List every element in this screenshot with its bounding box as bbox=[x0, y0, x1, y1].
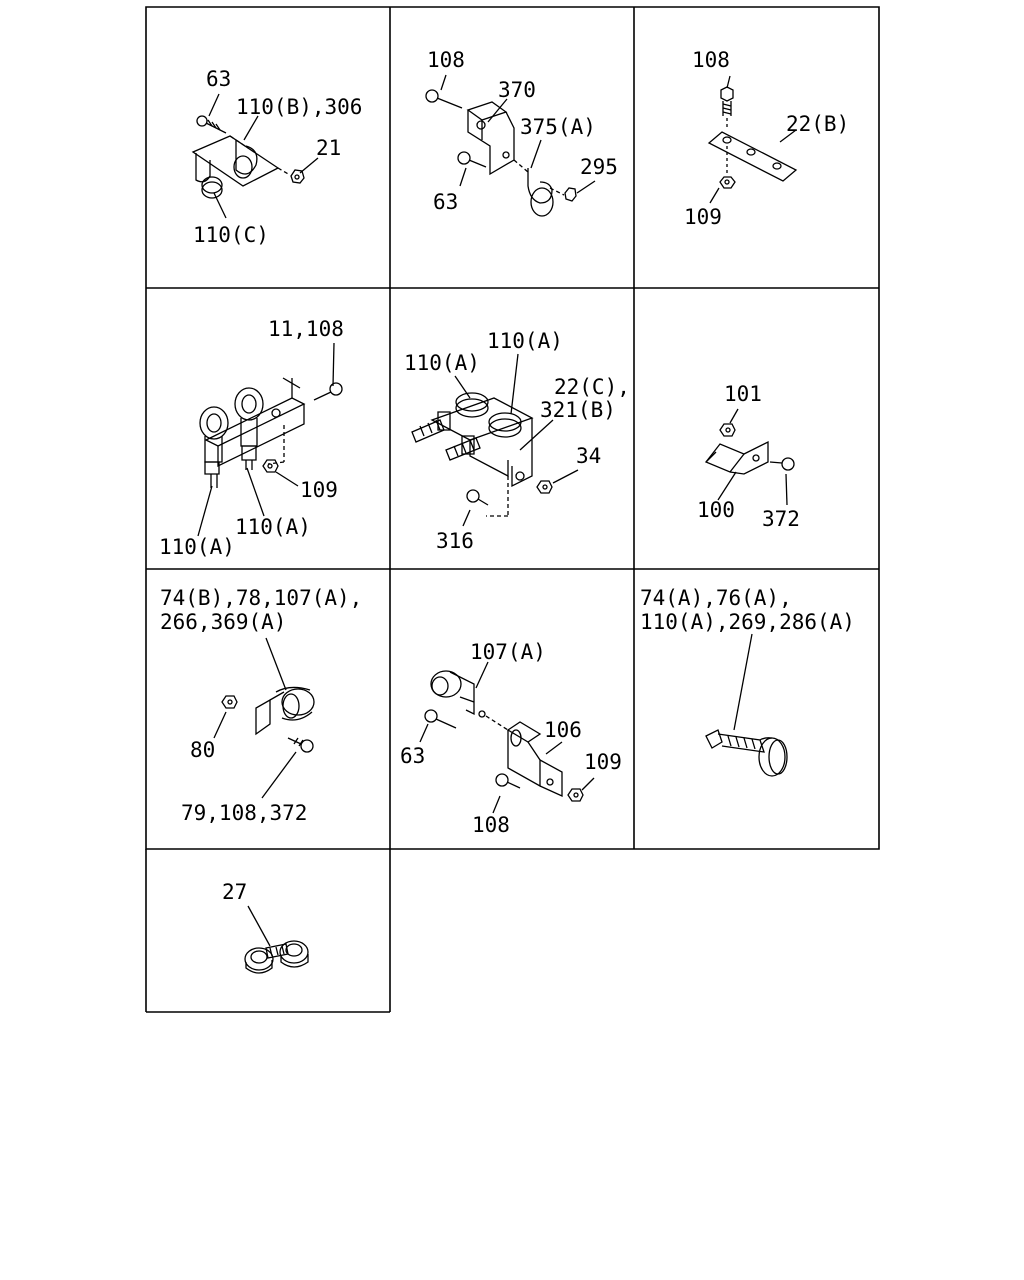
callout-label: 22(C), bbox=[554, 375, 630, 399]
callout-label: 74(A),76(A), bbox=[640, 586, 792, 610]
callout-label: 107(A) bbox=[470, 640, 546, 664]
callout-label: 110(A) bbox=[404, 351, 480, 375]
callout-label: 109 bbox=[300, 478, 338, 502]
callout-label: 110(A) bbox=[487, 329, 563, 353]
callout-label: 110(A) bbox=[159, 535, 235, 559]
callout-label: 108 bbox=[692, 48, 730, 72]
callout-label: 316 bbox=[436, 529, 474, 553]
callout-label: 106 bbox=[544, 718, 582, 742]
panel-10: 27 bbox=[146, 849, 390, 1012]
callout-label: 63 bbox=[206, 67, 232, 91]
panel-4: 11,108 109 110(A) 110(A) bbox=[146, 288, 390, 569]
panel-5: 110(A) 110(A) 22(C), 321(B) 34 316 bbox=[390, 288, 634, 569]
callout-label: 11,108 bbox=[268, 317, 344, 341]
callout-label: 110(B),306 bbox=[236, 95, 363, 119]
callout-label: 109 bbox=[684, 205, 722, 229]
callout-label: 100 bbox=[697, 498, 735, 522]
panel-2: 108 370 375(A) 295 63 bbox=[390, 7, 634, 288]
panel-9: 74(A),76(A), 110(A),269,286(A) bbox=[634, 569, 879, 849]
callout-label: 27 bbox=[222, 880, 248, 904]
callout-label: 370 bbox=[498, 78, 536, 102]
panel-3: 108 22(B) 109 bbox=[634, 7, 879, 288]
callout-label: 321(B) bbox=[540, 398, 616, 422]
callout-label: 108 bbox=[472, 813, 510, 837]
callout-label: 295 bbox=[580, 155, 618, 179]
panel-7: 74(B),78,107(A), 266,369(A) 80 79,108,37… bbox=[146, 569, 390, 849]
callout-label: 22(B) bbox=[786, 112, 850, 136]
callout-label: 80 bbox=[190, 738, 216, 762]
callout-label: 74(B),78,107(A), bbox=[160, 586, 363, 610]
callout-label: 79,108,372 bbox=[181, 801, 308, 825]
panel-6: 101 100 372 bbox=[634, 288, 879, 569]
callout-label: 21 bbox=[316, 136, 342, 160]
callout-label: 110(C) bbox=[193, 223, 269, 247]
callout-label: 375(A) bbox=[520, 115, 596, 139]
callout-label: 108 bbox=[427, 48, 465, 72]
callout-label: 372 bbox=[762, 507, 800, 531]
callout-label: 101 bbox=[724, 382, 762, 406]
callout-label: 34 bbox=[576, 444, 602, 468]
callout-label: 266,369(A) bbox=[160, 610, 287, 634]
callout-label: 110(A) bbox=[235, 515, 311, 539]
panel-8: 107(A) 63 106 109 108 bbox=[390, 569, 634, 849]
callout-label: 63 bbox=[433, 190, 459, 214]
callout-label: 63 bbox=[400, 744, 426, 768]
callout-label: 110(A),269,286(A) bbox=[640, 610, 855, 634]
callout-label: 109 bbox=[584, 750, 622, 774]
panel-1: 63 110(B),306 21 110(C) bbox=[146, 7, 390, 288]
